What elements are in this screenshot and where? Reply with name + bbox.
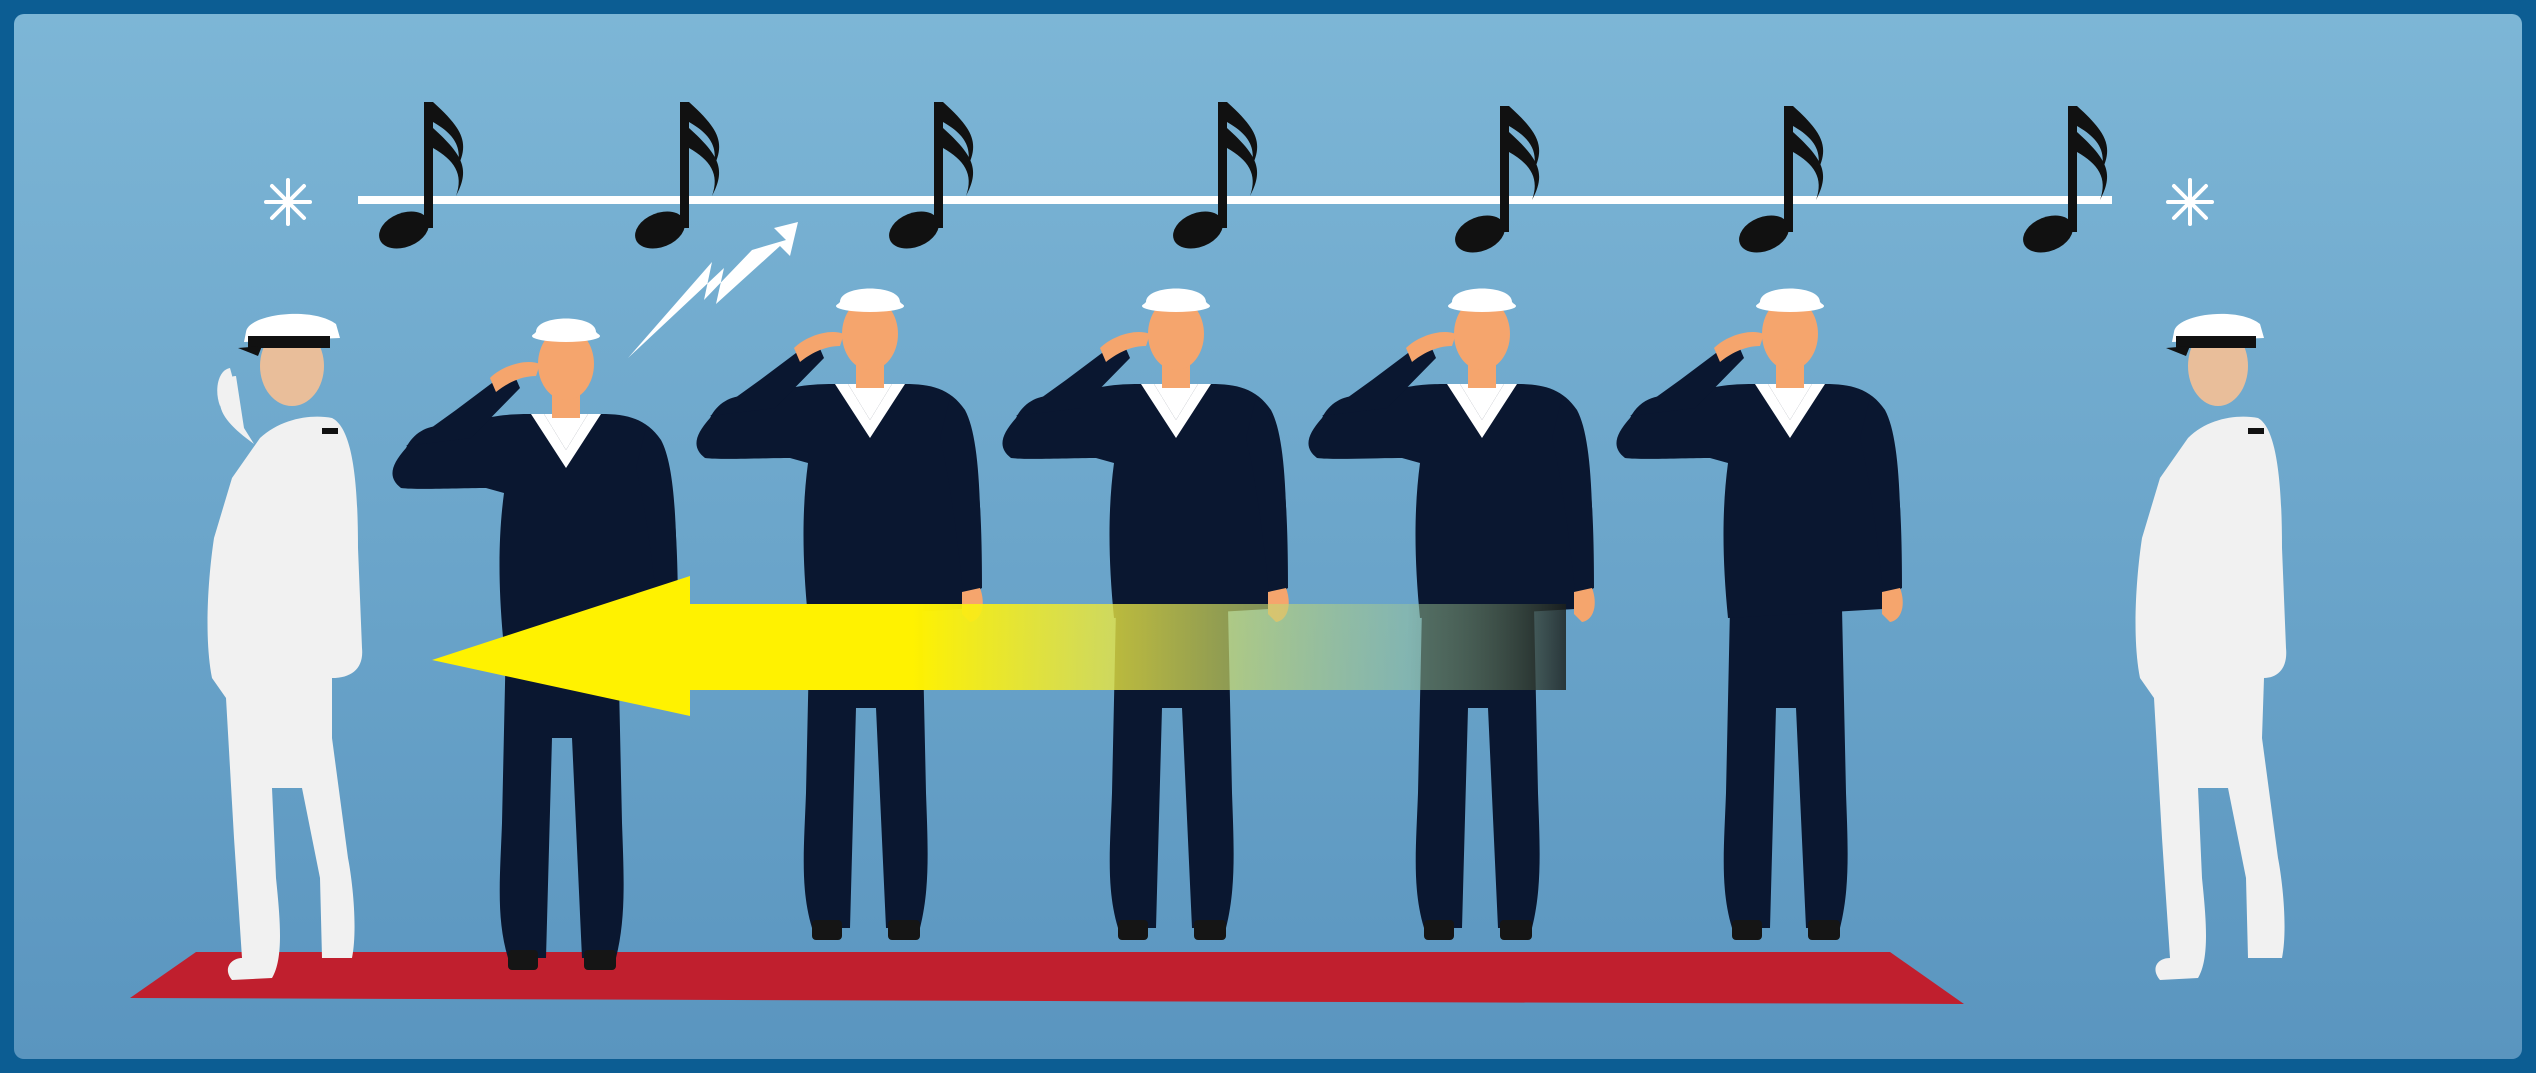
red-carpet [130,952,1964,1004]
asterisk-sparkle-icon [2168,180,2212,224]
staff-line [358,196,2112,204]
asterisk-sparkle-icon [266,180,310,224]
